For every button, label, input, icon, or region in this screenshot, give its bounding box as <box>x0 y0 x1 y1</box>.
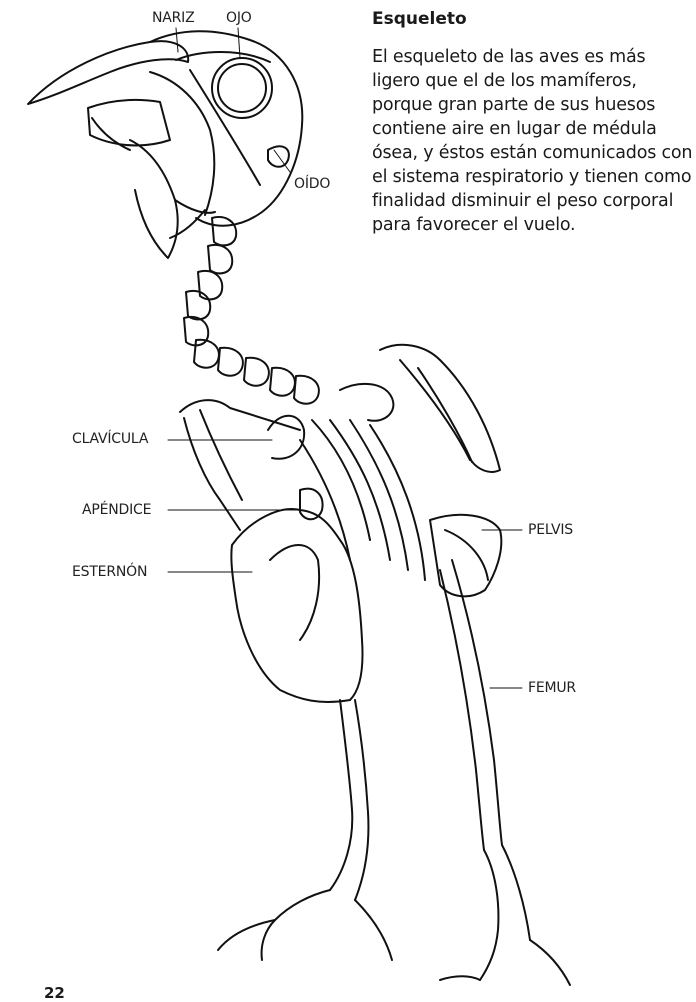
label-femur: FEMUR <box>528 680 576 696</box>
label-pelvis: PELVIS <box>528 522 573 538</box>
neck-vertebrae <box>184 217 319 404</box>
skull <box>28 31 302 258</box>
label-ojo: OJO <box>226 10 252 26</box>
pelvis <box>430 515 501 597</box>
label-oido: OÍDO <box>294 176 330 192</box>
label-esternon: ESTERNÓN <box>72 564 147 580</box>
ribcage <box>268 416 425 580</box>
wing-bones <box>180 345 500 530</box>
page-number: 22 <box>44 984 65 1002</box>
label-leaders <box>168 28 522 688</box>
label-clavicula: CLAVÍCULA <box>72 431 148 447</box>
label-apendice: APÉNDICE <box>82 502 151 518</box>
legs <box>218 560 570 985</box>
sternum <box>231 489 362 702</box>
label-nariz: NARIZ <box>152 10 195 26</box>
